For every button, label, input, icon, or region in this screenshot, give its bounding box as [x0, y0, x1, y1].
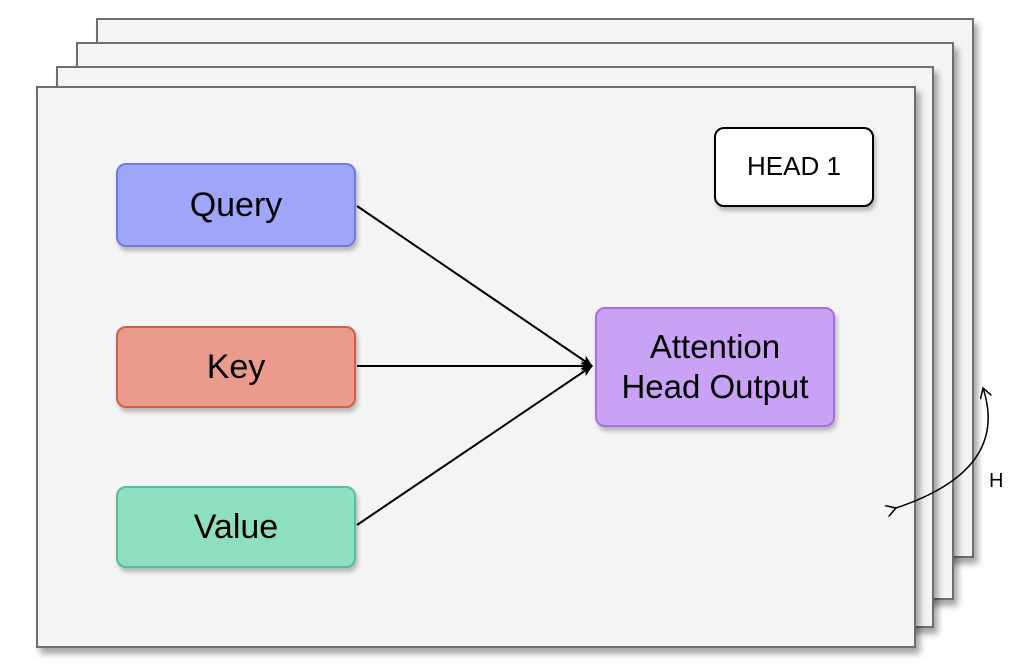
curved-double-arrow-icon	[896, 388, 988, 508]
output-label-line1: Attention	[649, 328, 781, 366]
value-label: Value	[193, 507, 279, 546]
query-label: Query	[189, 185, 283, 224]
query-to-output-arrow	[356, 205, 593, 367]
query-box: Query	[116, 163, 356, 247]
attention-head-output-box: Attention Head Output	[595, 307, 835, 427]
stack-count-label: H	[989, 470, 1004, 492]
head-label-box: HEAD 1	[714, 127, 874, 207]
key-label: Key	[206, 347, 266, 386]
head-label: HEAD 1	[747, 151, 841, 182]
output-label-line2: Head Output	[621, 368, 809, 405]
value-to-output-arrow	[356, 365, 593, 526]
key-box: Key	[116, 326, 356, 408]
value-box: Value	[116, 486, 356, 568]
